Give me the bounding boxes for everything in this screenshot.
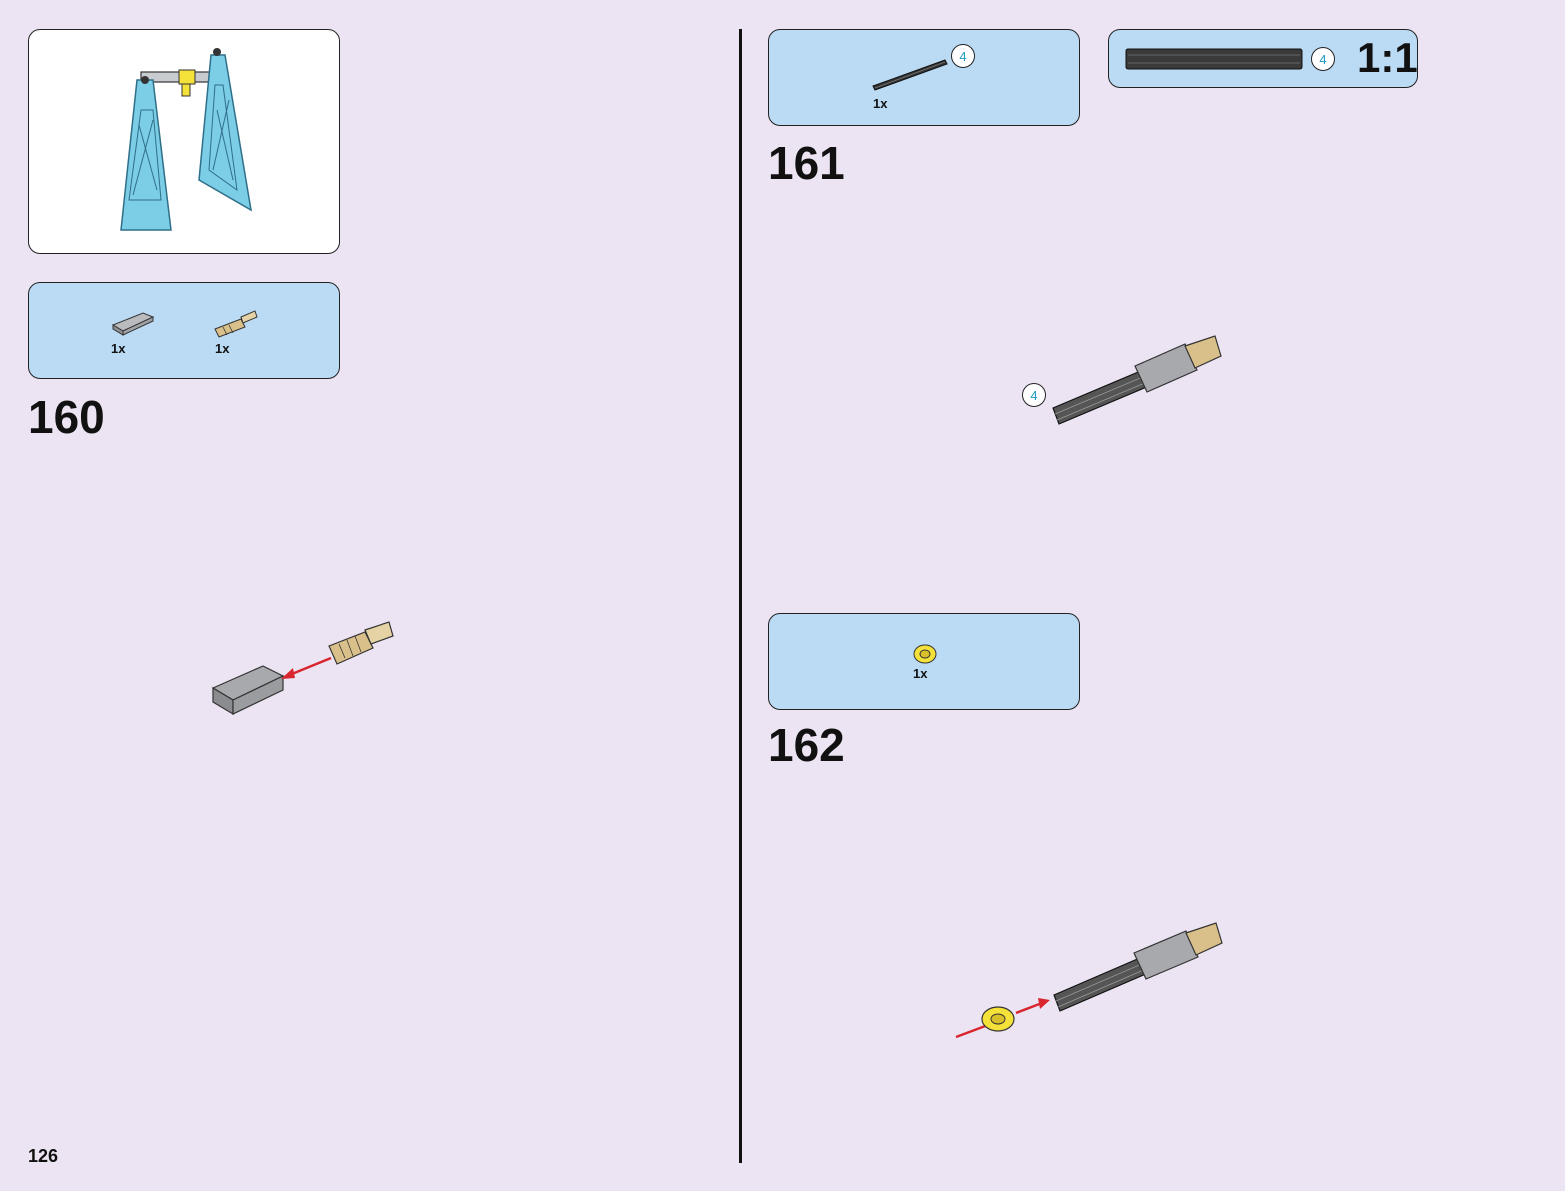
swing-frame-assembly-icon xyxy=(120,48,253,231)
length-badge: 4 xyxy=(1022,383,1046,407)
part-qty-label: 1x xyxy=(111,341,126,356)
part-qty-label: 1x xyxy=(873,96,888,111)
tan-axle-pin-icon xyxy=(1184,335,1222,369)
part-qty-label: 1x xyxy=(215,341,230,356)
gray-axle-connector-icon xyxy=(1134,343,1198,393)
arrow-icon xyxy=(286,656,332,678)
length-badge: 4 xyxy=(1311,47,1335,71)
arrow-icon xyxy=(955,1023,989,1039)
step-160-illustration xyxy=(211,621,394,716)
part-qty-label: 1x xyxy=(913,666,928,681)
step-161-illustration xyxy=(1052,335,1222,425)
page-number: 126 xyxy=(28,1146,59,1166)
yellow-bush-icon xyxy=(913,644,937,664)
length-badge: 4 xyxy=(951,44,975,68)
black-axle-icon xyxy=(872,59,948,91)
scale-label: 1:1 xyxy=(1357,34,1418,81)
step-162-illustration xyxy=(955,922,1223,1039)
tan-axle-pin-icon xyxy=(328,631,374,665)
arrow-icon xyxy=(1015,1001,1043,1015)
step-number: 161 xyxy=(768,137,845,189)
black-axle-icon xyxy=(1125,48,1303,70)
gray-axle-connector-icon xyxy=(111,312,155,336)
result-panel xyxy=(28,29,340,254)
page-divider xyxy=(739,29,742,1163)
parts-panel-160: 1x 1x xyxy=(28,282,340,379)
step-number: 162 xyxy=(768,719,845,771)
tan-axle-pin-icon xyxy=(214,310,258,338)
step-number: 160 xyxy=(28,391,105,443)
parts-panel-162: 1x xyxy=(768,613,1080,710)
parts-panel-161: 4 1x xyxy=(768,29,1080,126)
gray-axle-connector-icon xyxy=(1133,930,1199,980)
scale-panel: 4 1:1 xyxy=(1108,29,1418,88)
tan-axle-pin-icon xyxy=(1185,922,1223,956)
